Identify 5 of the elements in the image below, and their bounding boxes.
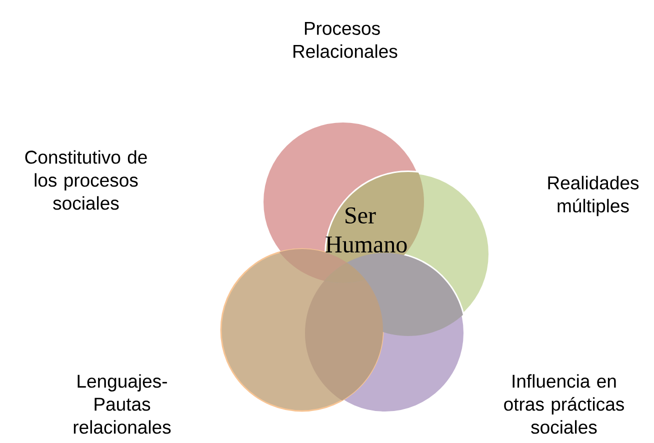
circle-label: Procesos Relacionales bbox=[294, 22, 398, 58]
circle-label: Influencia en otras prácticas sociales bbox=[504, 374, 624, 434]
circle-label: Lenguajes-Pautas relacionales bbox=[74, 374, 171, 434]
circle-label: Realidades múltiples bbox=[548, 176, 639, 216]
outer-label: Constitutivo de los procesos sociales bbox=[25, 150, 147, 210]
